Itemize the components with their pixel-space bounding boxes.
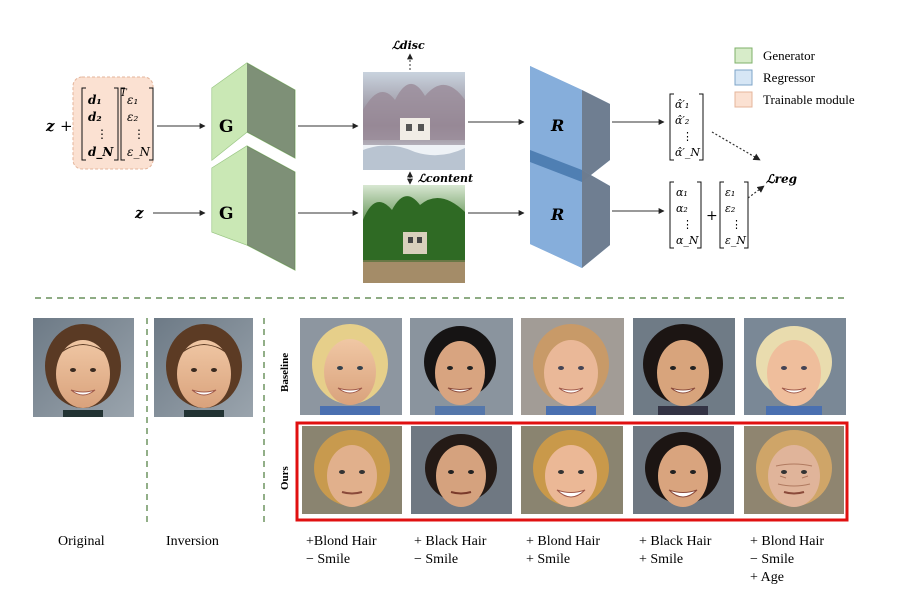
- inversion-caption: Inversion: [166, 534, 219, 549]
- svg-text:α̂′₂: α̂′₂: [675, 114, 689, 127]
- legend-swatch-regressor: [734, 69, 753, 86]
- edit-caption-2: + Black Hair − Smile: [414, 534, 487, 567]
- legend-swatch-trainable: [734, 91, 753, 108]
- svg-text:R: R: [550, 116, 564, 135]
- direction-vector: d₁ d₂ ⋮ d_N: [88, 93, 114, 160]
- svg-text:d₁: d₁: [88, 93, 102, 107]
- svg-text:+ Blond Hair: + Blond Hair: [526, 534, 600, 549]
- epsilon-vector-bottom: ε₁ ε₂ ⋮ ε_N: [725, 186, 746, 247]
- edit-caption-3: + Blond Hair + Smile: [526, 534, 600, 567]
- svg-text:Trainable module: Trainable module: [763, 92, 855, 107]
- predicted-alpha-vector: α̂′₁ α̂′₂ ⋮ α̂′_N: [675, 98, 700, 159]
- svg-text:⋮: ⋮: [682, 218, 693, 231]
- epsilon-vector-top: ε₁ ε₂ ⋮ ε_N: [127, 93, 150, 159]
- svg-text:+ Smile: + Smile: [639, 552, 683, 567]
- baseline-face-1: [300, 318, 402, 415]
- transpose-mark: T: [120, 88, 128, 99]
- svg-text:G: G: [219, 204, 234, 224]
- trainable-module-box: [72, 76, 154, 170]
- svg-text:⋮: ⋮: [682, 130, 693, 143]
- generated-summer-image: [363, 185, 465, 283]
- svg-text:ε₁: ε₁: [725, 186, 735, 199]
- svg-text:d_N: d_N: [88, 145, 114, 160]
- row-label-baseline: Baseline: [279, 353, 291, 392]
- regressor-bottom: R: [530, 150, 610, 268]
- generated-winter-image: [363, 72, 465, 170]
- svg-text:⋮: ⋮: [133, 127, 145, 141]
- edit-caption-1: +Blond Hair − Smile: [306, 534, 377, 567]
- loss-content: ℒcontent: [418, 172, 473, 185]
- baseline-face-4: [633, 318, 735, 415]
- loss-disc: ℒdisc: [392, 39, 425, 52]
- svg-text:α₁: α₁: [676, 186, 688, 199]
- ours-face-4: [633, 426, 734, 514]
- generator-top: G: [211, 62, 296, 162]
- svg-text:α_N: α_N: [676, 234, 699, 247]
- svg-text:Regressor: Regressor: [763, 70, 816, 85]
- svg-text:− Smile: − Smile: [414, 552, 458, 567]
- svg-text:ε_N: ε_N: [127, 145, 150, 159]
- svg-text:ε₂: ε₂: [725, 202, 735, 215]
- ours-face-1: [302, 426, 402, 514]
- svg-text:+ Black Hair: + Black Hair: [639, 534, 712, 549]
- svg-text:+ Black Hair: + Black Hair: [414, 534, 487, 549]
- ours-face-3: [521, 426, 623, 514]
- ours-face-2: [411, 426, 512, 514]
- svg-text:R: R: [550, 205, 564, 224]
- baseline-face-2: [410, 318, 513, 415]
- svg-text:α̂′_N: α̂′_N: [675, 146, 700, 159]
- svg-text:+ Age: + Age: [750, 570, 784, 585]
- svg-text:ε_N: ε_N: [725, 234, 746, 247]
- baseline-face-5: [744, 318, 846, 415]
- svg-text:d₂: d₂: [88, 110, 102, 124]
- svg-text:+ Smile: + Smile: [526, 552, 570, 567]
- svg-text:⋮: ⋮: [96, 127, 108, 141]
- top-z-label: z: [45, 117, 55, 135]
- original-caption: Original: [58, 534, 105, 549]
- inversion-face: [154, 318, 253, 417]
- alpha-vector: α₁ α₂ ⋮ α_N: [676, 186, 699, 247]
- svg-text:α̂′₁: α̂′₁: [675, 98, 689, 111]
- edit-caption-4: + Black Hair + Smile: [639, 534, 712, 567]
- svg-text:G: G: [219, 117, 234, 137]
- svg-text:ε₂: ε₂: [127, 110, 138, 124]
- generator-bottom: G: [211, 145, 296, 271]
- svg-text:Generator: Generator: [763, 48, 816, 63]
- ours-highlight-box: [295, 421, 849, 522]
- svg-text:+Blond Hair: +Blond Hair: [306, 534, 377, 549]
- svg-text:α₂: α₂: [676, 202, 688, 215]
- edit-caption-5: + Blond Hair − Smile + Age: [750, 534, 824, 585]
- top-plus: +: [60, 117, 73, 135]
- svg-text:+ Blond Hair: + Blond Hair: [750, 534, 824, 549]
- regressor-top: R: [530, 66, 610, 182]
- svg-text:⋮: ⋮: [731, 218, 742, 231]
- baseline-face-3: [521, 318, 624, 415]
- bottom-z-label: z: [134, 204, 144, 222]
- row-label-ours: Ours: [279, 465, 291, 490]
- svg-text:− Smile: − Smile: [750, 552, 794, 567]
- loss-reg: ℒreg: [766, 172, 797, 186]
- legend: Generator Regressor Trainable module: [734, 47, 855, 108]
- svg-text:− Smile: − Smile: [306, 552, 350, 567]
- svg-text:ε₁: ε₁: [127, 93, 138, 107]
- original-face: [33, 318, 134, 417]
- ours-face-5: [744, 426, 844, 514]
- plus-sign: +: [706, 208, 718, 224]
- legend-swatch-generator: [734, 47, 753, 64]
